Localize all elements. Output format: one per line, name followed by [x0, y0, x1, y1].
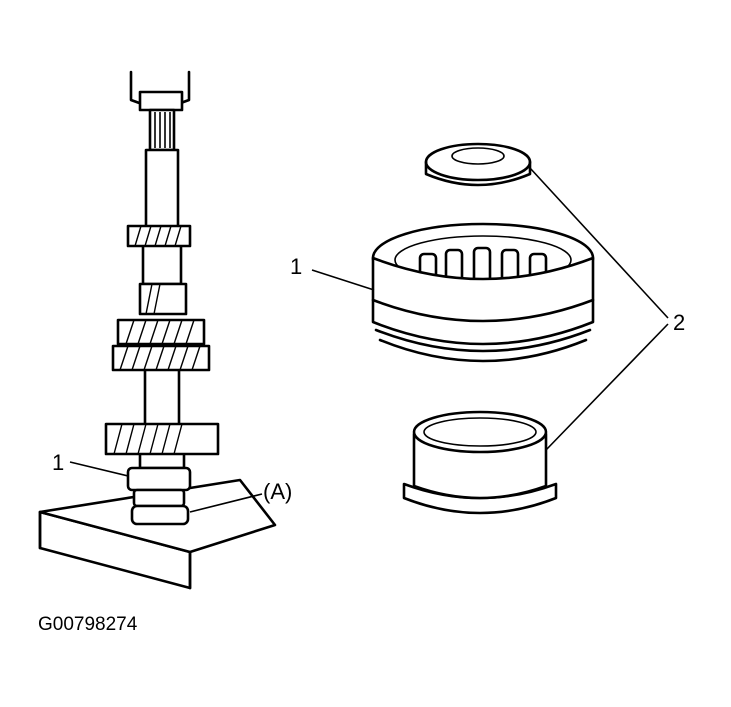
press-tool-top	[129, 70, 191, 112]
label-parts-number: 2	[673, 310, 685, 335]
leader-press	[189, 493, 263, 513]
figure-code: G00798274	[38, 614, 138, 635]
label-bearing-number: 1	[290, 254, 302, 279]
shaft-bearing	[126, 466, 192, 526]
leader-race	[545, 323, 669, 451]
leader-shaft-bearing	[69, 461, 129, 477]
roller-bearing	[371, 222, 595, 363]
leader-bearing	[311, 269, 375, 291]
leader-washer	[529, 167, 669, 319]
bearing-race	[402, 410, 558, 515]
gear-2	[138, 282, 188, 316]
gear-4	[111, 344, 211, 372]
label-press: (A)	[263, 479, 292, 504]
thrust-washer	[424, 142, 532, 187]
gear-3	[116, 318, 206, 346]
gear-1	[126, 224, 192, 248]
gear-5	[104, 422, 220, 456]
label-shaft-bearing-number: 1	[52, 450, 64, 475]
